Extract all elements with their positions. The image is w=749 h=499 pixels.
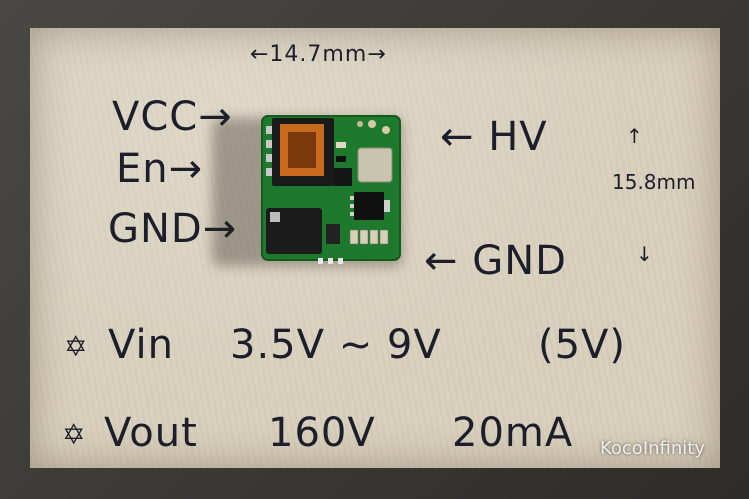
vout-current: 20mA <box>452 410 574 456</box>
transformer-pins <box>266 126 272 176</box>
hv-pin-label: ← HV <box>440 114 548 160</box>
watermark-text: KocoInfinity <box>599 438 705 459</box>
gnd-right-pin-label: ← GND <box>424 238 567 284</box>
vin-star-icon: ✡ <box>64 330 89 363</box>
vout-voltage: 160V <box>268 410 376 456</box>
mounting-hole <box>368 120 376 128</box>
smd-resistor <box>336 156 346 162</box>
mounting-hole <box>357 121 363 127</box>
width-dimension-label: ←14.7mm→ <box>250 42 387 67</box>
vout-label: Vout <box>104 410 198 456</box>
height-top-arrow: ↑ <box>626 124 644 148</box>
pcb-module <box>261 115 401 264</box>
smd-resistor-row <box>349 229 389 245</box>
vout-star-icon: ✡ <box>62 418 87 451</box>
mounting-hole <box>382 126 390 134</box>
vcc-pin-label: VCC→ <box>112 94 233 140</box>
height-dimension-label: 15.8mm <box>612 170 696 194</box>
smd-resistor <box>336 142 346 148</box>
en-pin-label: En→ <box>116 146 204 192</box>
height-bottom-arrow: ↓ <box>636 242 654 266</box>
vin-label: Vin <box>108 322 174 368</box>
bottom-pins <box>318 258 343 264</box>
smd-component <box>326 224 340 244</box>
gnd-left-pin-label: GND→ <box>108 206 238 252</box>
ceramic-capacitor <box>357 147 393 183</box>
vin-typical: (5V) <box>538 322 627 368</box>
control-ic <box>334 168 352 186</box>
chip-pins <box>350 196 390 216</box>
transformer-window <box>288 132 316 168</box>
mosfet-chip <box>354 192 384 220</box>
vin-range: 3.5V ~ 9V <box>230 322 442 368</box>
inductor-pad <box>270 212 280 222</box>
